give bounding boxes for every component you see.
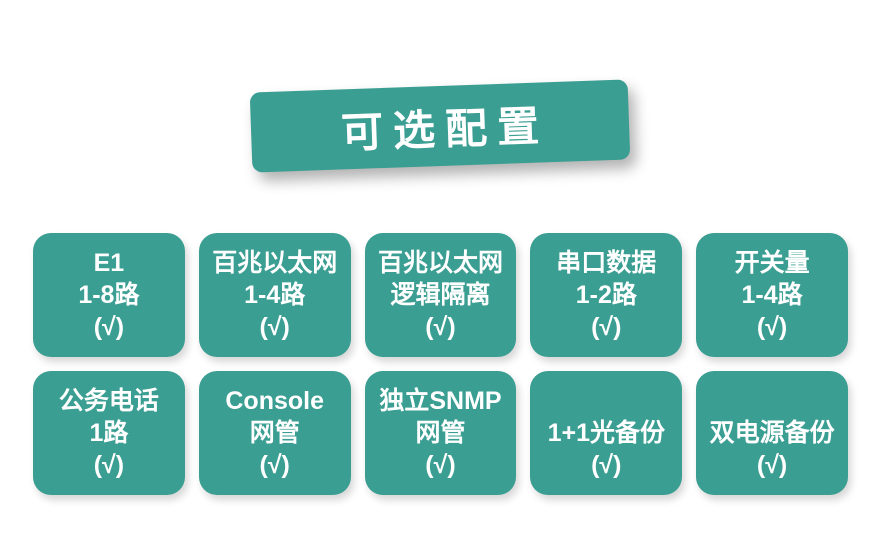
card-subtitle: 1-4路	[244, 281, 306, 309]
config-card: 串口数据 1-2路 (√)	[530, 233, 683, 357]
page-title: 可选配置	[340, 101, 550, 156]
card-title: 串口数据	[556, 249, 657, 277]
card-title: 双电源备份	[709, 419, 835, 447]
card-title: 公务电话	[58, 387, 159, 415]
card-title: 百兆以太网	[212, 249, 338, 277]
config-card: 百兆以太网 1-4路 (√)	[198, 233, 351, 357]
card-subtitle: 1-4路	[741, 281, 803, 309]
card-subtitle: 逻辑隔离	[390, 281, 491, 309]
card-subtitle: 1-2路	[575, 281, 637, 309]
config-card: Console 网管 (√)	[198, 371, 351, 495]
card-title: 百兆以太网	[377, 249, 503, 277]
config-grid: E1 1-8路 (√) 百兆以太网 1-4路 (√) 百兆以太网逻辑隔离 (√) 串口数据 1-2…	[33, 233, 848, 495]
check-mark: (√)	[756, 451, 788, 479]
config-row-1: E1 1-8路 (√) 百兆以太网 1-4路 (√) 百兆以太网逻辑隔离 (√) 串口数据 1-2…	[33, 233, 848, 357]
config-card: 公务电话 1路 (√)	[33, 371, 185, 495]
config-card: 开关量 1-4路 (√)	[696, 233, 848, 357]
title-banner: 可选配置	[249, 79, 631, 173]
check-mark: (√)	[259, 451, 290, 479]
card-subtitle: 1-8路	[78, 281, 140, 309]
card-title: Console	[225, 387, 324, 415]
check-mark: (√)	[756, 313, 788, 341]
check-mark: (√)	[425, 451, 456, 479]
config-row-2: 公务电话 1路 (√) Console 网管 (√) 独立SNMP 网管 (√) 1+1光备份 (√…	[33, 371, 848, 495]
card-subtitle: 1路	[89, 419, 129, 447]
card-title: 1+1光备份	[547, 419, 665, 447]
card-title: E1	[93, 249, 125, 277]
check-mark: (√)	[591, 313, 622, 341]
check-mark: (√)	[93, 313, 125, 341]
config-card: 双电源备份 (√)	[696, 371, 848, 495]
config-card: 百兆以太网逻辑隔离 (√)	[364, 233, 517, 357]
config-card: 1+1光备份 (√)	[530, 371, 683, 495]
check-mark: (√)	[93, 451, 125, 479]
config-card: 独立SNMP 网管 (√)	[364, 371, 517, 495]
card-title: 开关量	[734, 249, 810, 277]
card-title: 独立SNMP	[379, 387, 502, 415]
check-mark: (√)	[591, 451, 622, 479]
check-mark: (√)	[259, 313, 290, 341]
card-subtitle: 网管	[415, 419, 466, 447]
config-card: E1 1-8路 (√)	[33, 233, 185, 357]
card-subtitle: 网管	[249, 419, 300, 447]
check-mark: (√)	[425, 313, 456, 341]
